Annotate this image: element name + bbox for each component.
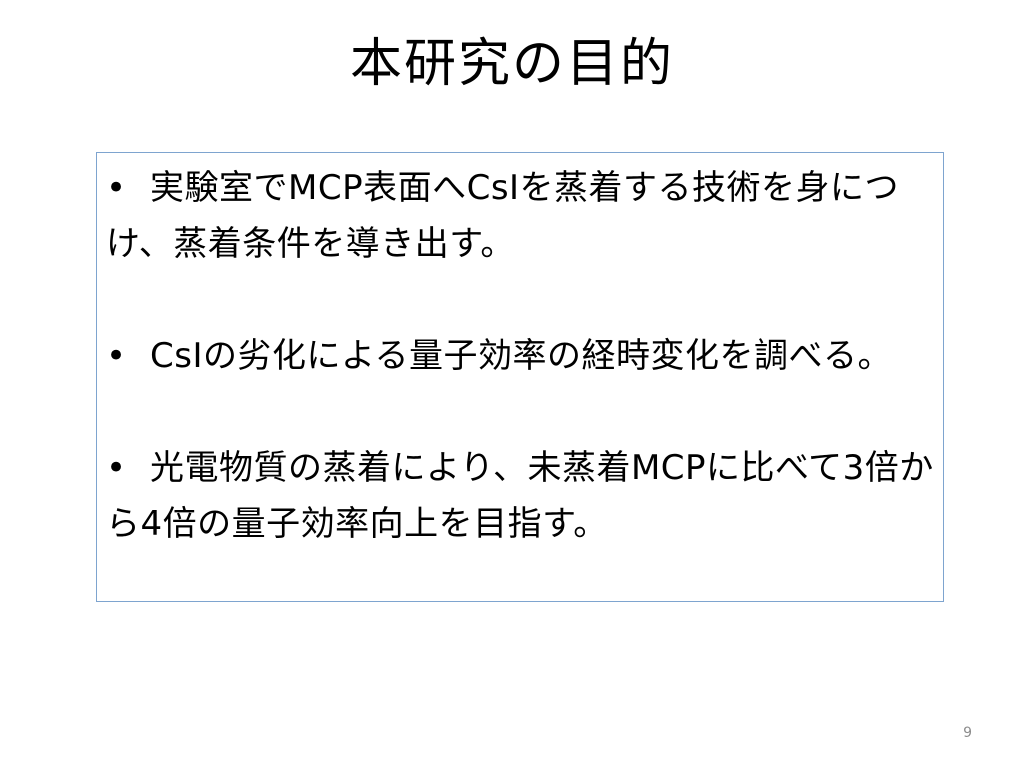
bullet-list: •実験室でMCP表面へCsIを蒸着する技術を身につけ、蒸着条件を導き出す。 •C… xyxy=(106,160,936,552)
bullet-marker: • xyxy=(106,336,127,376)
bullet-item: •実験室でMCP表面へCsIを蒸着する技術を身につけ、蒸着条件を導き出す。 xyxy=(106,160,936,272)
bullet-marker: • xyxy=(106,448,127,488)
bullet-text: 実験室でMCP表面へCsIを蒸着する技術を身につけ、蒸着条件を導き出す。 xyxy=(106,168,900,264)
bullet-text: 光電物質の蒸着により、未蒸着MCPに比べて3倍から4倍の量子効率向上を目指す。 xyxy=(106,448,934,544)
page-number: 9 xyxy=(963,725,972,741)
bullet-text: CsIの劣化による量子効率の経時変化を調べる。 xyxy=(150,336,892,376)
bullet-item: •光電物質の蒸着により、未蒸着MCPに比べて3倍から4倍の量子効率向上を目指す。 xyxy=(106,440,936,552)
bullet-item: • CsIの劣化による量子効率の経時変化を調べる。 xyxy=(106,328,936,384)
bullet-marker: • xyxy=(106,168,127,208)
content-box xyxy=(96,152,944,602)
slide-title: 本研究の目的 xyxy=(349,34,674,94)
